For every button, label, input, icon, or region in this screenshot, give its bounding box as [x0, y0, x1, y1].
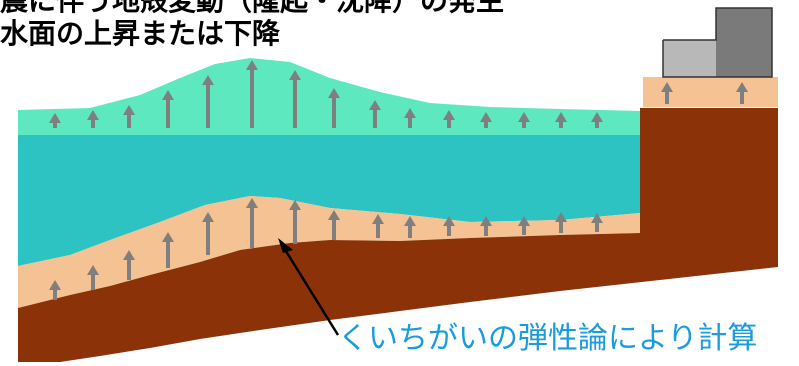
up-arrow-head	[87, 110, 99, 120]
crust-layer	[18, 108, 778, 362]
up-arrow-icon	[87, 110, 99, 128]
up-arrow-head	[555, 112, 567, 122]
up-arrow-icon	[736, 82, 748, 104]
up-arrow-icon	[162, 232, 174, 268]
uplift-arrows	[49, 60, 748, 300]
up-arrow-icon	[123, 250, 135, 280]
up-arrow-head	[123, 105, 135, 115]
up-arrow-icon	[328, 210, 340, 240]
up-arrow-icon	[443, 216, 455, 236]
up-arrow-icon	[518, 112, 530, 128]
caption-line-2: 水面の上昇または下降	[0, 17, 281, 50]
up-arrow-icon	[246, 60, 258, 128]
up-arrow-head	[49, 280, 61, 290]
up-arrow-head	[736, 82, 748, 92]
up-arrow-icon	[87, 265, 99, 290]
up-arrow-head	[246, 198, 258, 208]
up-arrow-icon	[49, 113, 61, 128]
up-arrow-head	[555, 212, 567, 222]
building-outline	[662, 7, 773, 78]
up-arrow-head	[87, 265, 99, 275]
up-arrow-head	[369, 100, 381, 110]
up-arrow-head	[443, 110, 455, 120]
up-arrow-icon	[162, 90, 174, 128]
up-arrow-icon	[202, 75, 214, 128]
up-arrow-icon	[404, 108, 416, 128]
up-arrow-head	[404, 216, 416, 226]
up-arrow-head	[328, 210, 340, 220]
up-arrow-icon	[246, 198, 258, 248]
annotation-pointer-head	[278, 238, 293, 253]
up-arrow-icon	[443, 110, 455, 128]
up-arrow-head	[404, 108, 416, 118]
up-arrow-icon	[202, 212, 214, 255]
up-arrow-head	[518, 112, 530, 122]
up-arrow-head	[246, 60, 258, 70]
up-arrow-head	[162, 232, 174, 242]
up-arrow-icon	[289, 70, 301, 128]
up-arrow-icon	[591, 213, 603, 232]
up-arrow-head	[289, 70, 301, 80]
up-arrow-head	[328, 88, 340, 98]
up-arrow-head	[162, 90, 174, 100]
up-arrow-icon	[372, 214, 384, 238]
up-arrow-head	[372, 214, 384, 224]
up-arrow-icon	[480, 216, 492, 236]
up-arrow-icon	[591, 112, 603, 128]
up-arrow-head	[480, 112, 492, 122]
up-arrow-head	[518, 216, 530, 226]
up-arrow-head	[480, 216, 492, 226]
building-icon	[662, 7, 773, 78]
up-arrow-head	[591, 213, 603, 223]
up-arrow-icon	[328, 88, 340, 128]
up-arrow-head	[202, 212, 214, 222]
sea-water	[18, 135, 640, 266]
up-arrow-icon	[49, 280, 61, 300]
up-arrow-icon	[404, 216, 416, 238]
up-arrow-icon	[123, 105, 135, 128]
up-arrow-icon	[480, 112, 492, 128]
up-arrow-icon	[555, 212, 567, 233]
building-side	[663, 40, 716, 77]
up-arrow-icon	[661, 82, 673, 104]
up-arrow-head	[202, 75, 214, 85]
up-arrow-icon	[555, 112, 567, 128]
up-arrow-head	[443, 216, 455, 226]
caption-line-1: 震に伴う地殻変動（隆起・沈降）の発生	[0, 0, 505, 17]
up-arrow-icon	[289, 200, 301, 244]
up-arrow-icon	[518, 216, 530, 235]
building-front	[716, 8, 772, 77]
up-arrow-head	[661, 82, 673, 92]
up-arrow-head	[591, 112, 603, 122]
up-arrow-head	[49, 113, 61, 123]
up-arrow-head	[289, 200, 301, 210]
annotation-pointer	[282, 247, 340, 336]
calculation-annotation: くいちがいの弾性論により計算	[338, 321, 758, 356]
up-arrow-icon	[369, 100, 381, 128]
up-arrow-head	[123, 250, 135, 260]
